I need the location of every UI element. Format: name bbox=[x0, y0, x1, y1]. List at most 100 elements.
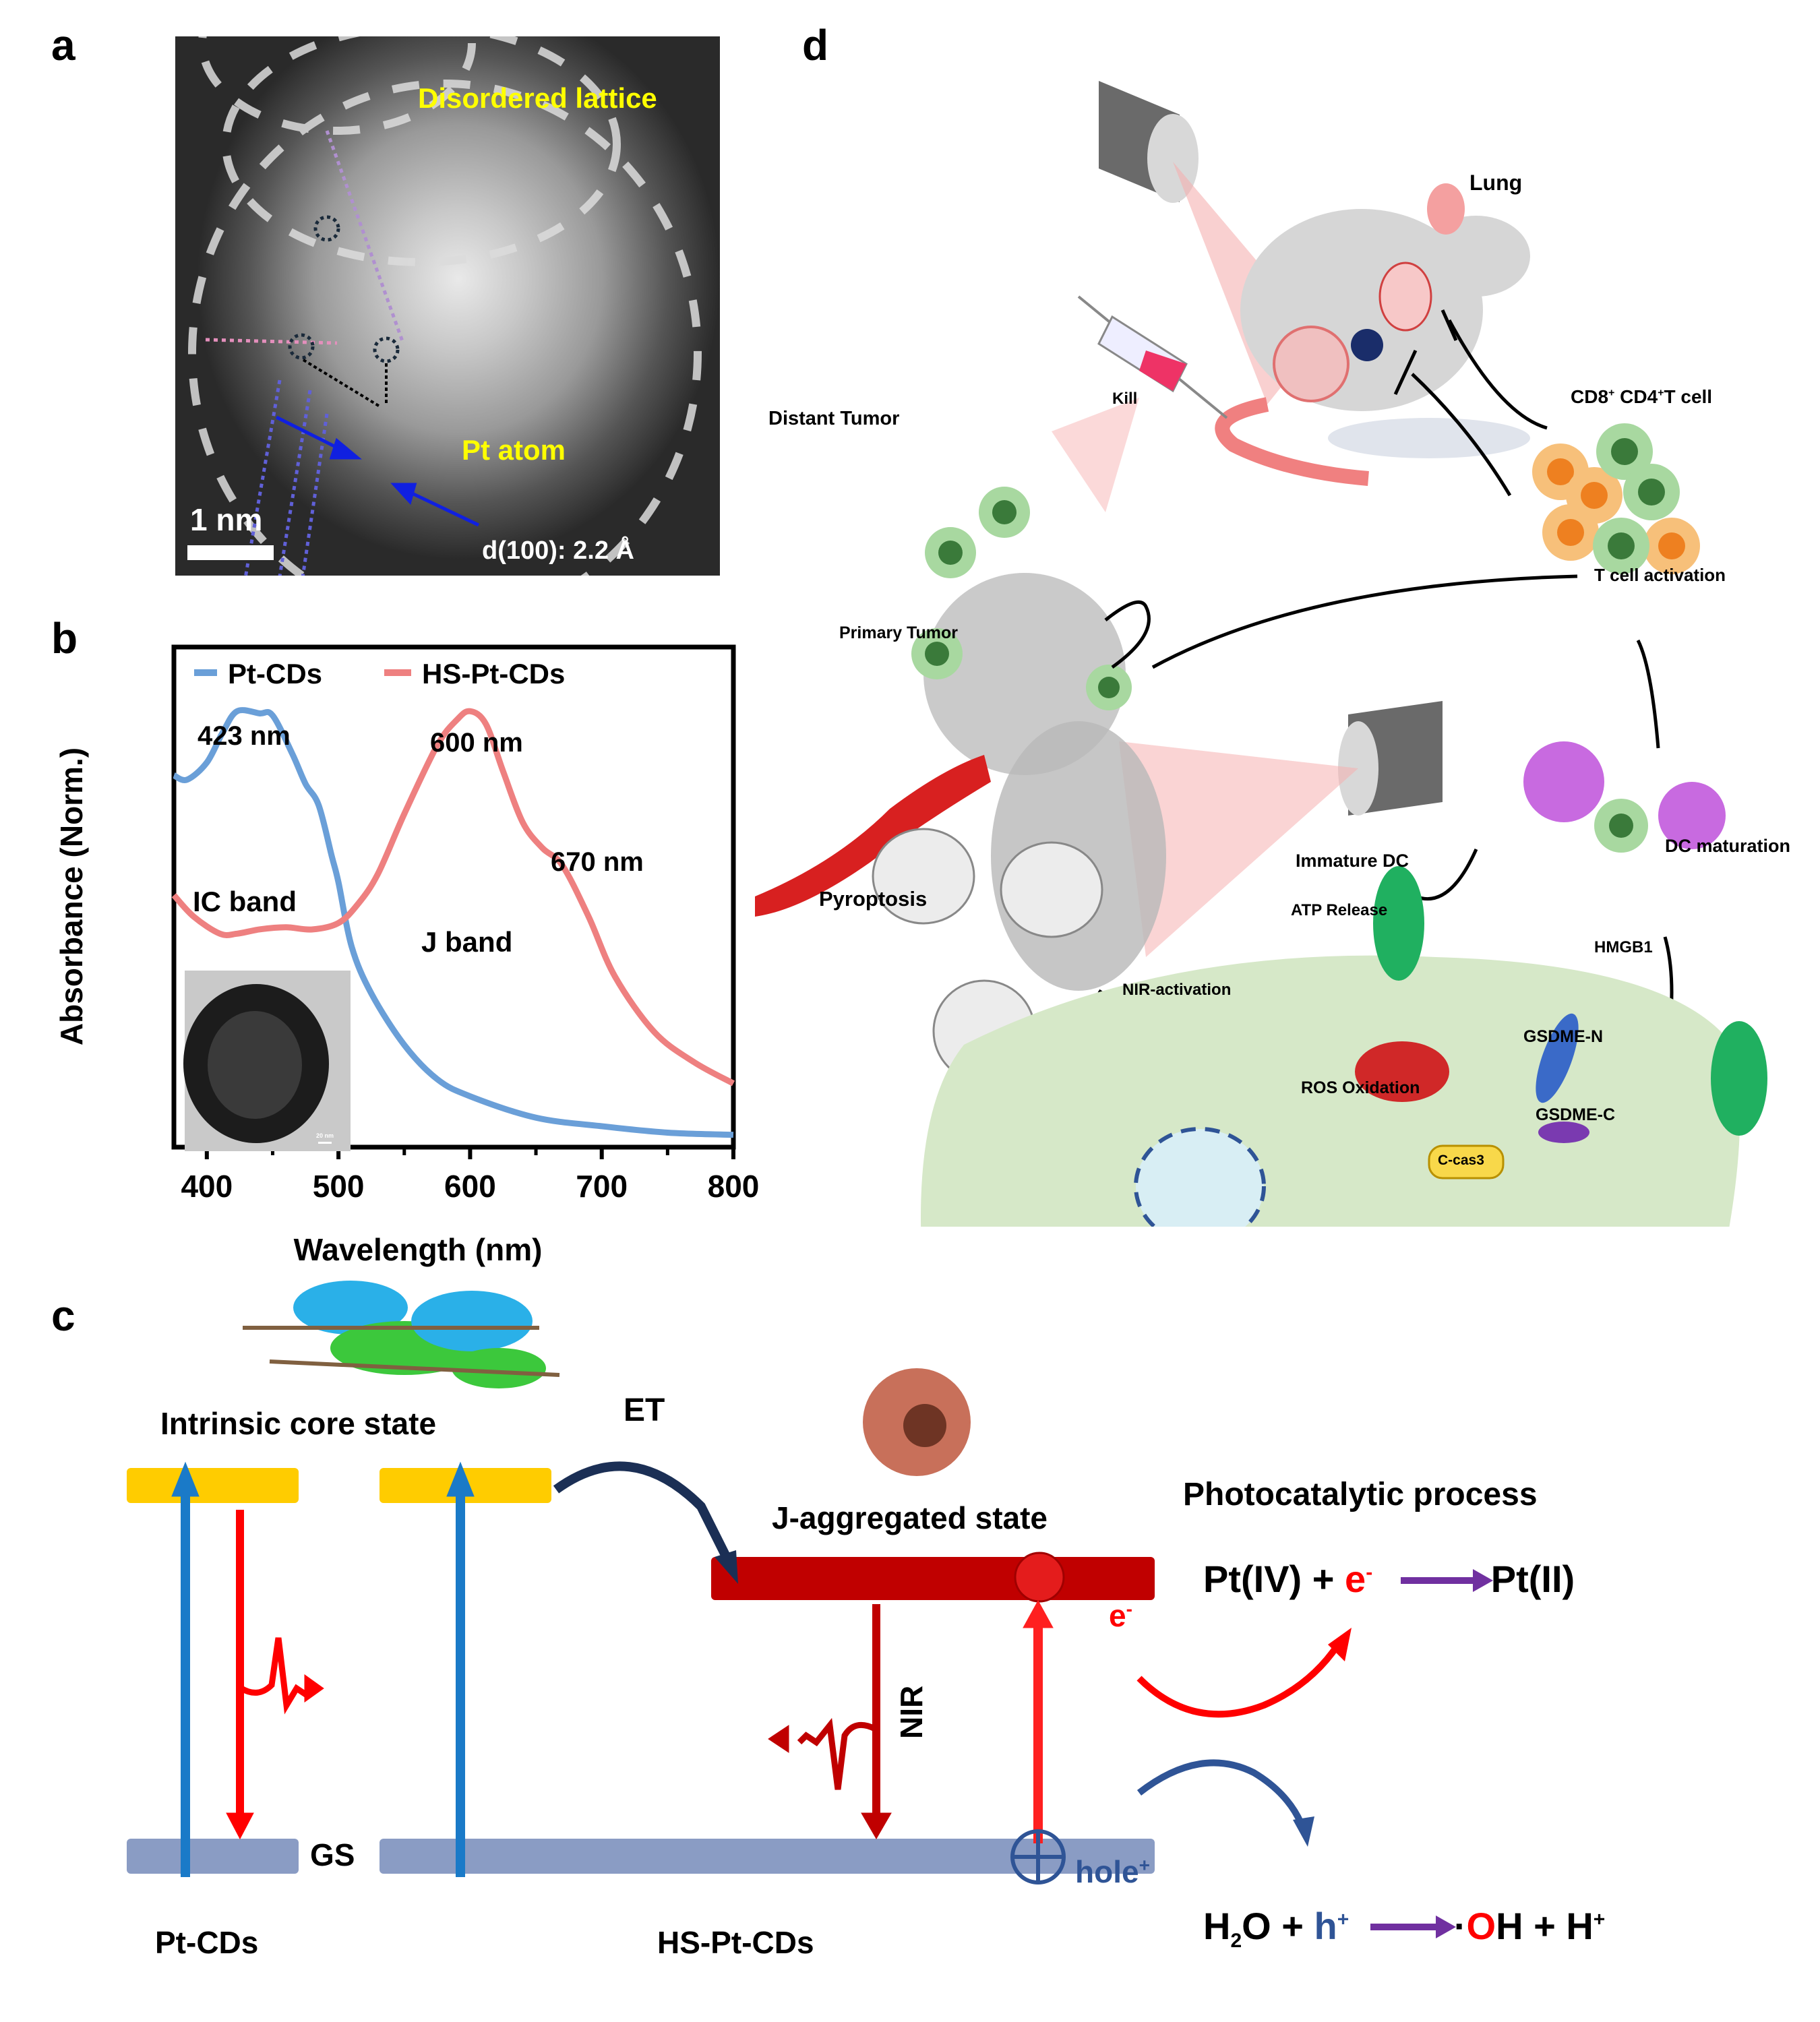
pt-atom-markers bbox=[288, 215, 400, 363]
annotation-j-band: J band bbox=[421, 926, 512, 958]
molecular-orbital-graphic bbox=[243, 1281, 560, 1388]
panel-a-label: a bbox=[51, 21, 75, 69]
x-tick-label: 600 bbox=[444, 1169, 496, 1204]
lattice-guides bbox=[205, 130, 405, 576]
series-line-hs-pt-cds bbox=[171, 708, 735, 1086]
nir-emission-arrow bbox=[768, 1604, 892, 1839]
excitation-arrows bbox=[171, 1461, 475, 1877]
ground-state-bar-hs-pt-cds bbox=[380, 1839, 1155, 1874]
chart-series bbox=[171, 707, 735, 1138]
mouse-illustration bbox=[1215, 183, 1530, 486]
c-cas3-label: C-cas3 bbox=[1438, 1153, 1484, 1168]
distant-tumor bbox=[911, 487, 1132, 775]
top-dashed-circle bbox=[198, 36, 476, 135]
panel-d-label: d bbox=[802, 21, 829, 69]
scale-bar-label: 1 nm bbox=[190, 502, 263, 537]
hole-symbol bbox=[1010, 1829, 1066, 1885]
pore-channel bbox=[1711, 1021, 1767, 1136]
ground-state-bar-pt-cds bbox=[127, 1839, 299, 1874]
annotation-670nm: 670 nm bbox=[551, 847, 644, 877]
x-tick-label: 500 bbox=[313, 1169, 365, 1204]
electron-transfer-arrow bbox=[1136, 1628, 1352, 1718]
syringe bbox=[1052, 295, 1228, 512]
absorbance-chart: 400 500 600 700 800 Wavelength (nm) Absorban… bbox=[54, 644, 759, 1267]
blood-vessel bbox=[755, 755, 991, 917]
d-spacing-label: d(100): 2.2 Å bbox=[482, 537, 634, 565]
c-cas3-box bbox=[1428, 1144, 1505, 1180]
t-cell-activation-label: T cell activation bbox=[1594, 565, 1726, 585]
hmgb1-label: HMGB1 bbox=[1594, 938, 1653, 956]
gsdme-n bbox=[1536, 1013, 1579, 1103]
cell-cytoplasm bbox=[921, 955, 1740, 1227]
reaction-water-oxidation: H2O + h+ ·OH + H+ bbox=[1203, 1905, 1606, 1953]
panel-b-label: b bbox=[51, 614, 78, 663]
atp-release-label: ATP Release bbox=[1291, 901, 1388, 919]
inset-tem-image: 20 nm bbox=[183, 971, 351, 1151]
dendritic-cell-activated bbox=[1658, 782, 1726, 849]
reaction-arrow-1 bbox=[1401, 1569, 1493, 1592]
annotation-ic-band: IC band bbox=[193, 886, 297, 917]
disordered-lattice-label: Disordered lattice bbox=[418, 82, 657, 114]
emission-arrow bbox=[226, 1510, 324, 1840]
nucleus bbox=[1134, 1127, 1266, 1227]
pt-cds-label: Pt-CDs bbox=[155, 1925, 259, 1960]
outer-dashed-circle bbox=[188, 80, 702, 576]
atp-channel bbox=[1373, 866, 1424, 981]
gsdme-n-label: GSDME-N bbox=[1523, 1027, 1604, 1046]
pt-atom-arrows bbox=[302, 359, 388, 408]
immunotherapy-scheme bbox=[755, 81, 1767, 1227]
nir-activation-label: NIR-activation bbox=[1122, 981, 1232, 999]
x-tick-label: 800 bbox=[708, 1169, 760, 1204]
dc-maturation-label: DC maturation bbox=[1665, 836, 1791, 856]
y-axis-title: Absorbance (Norm.) bbox=[54, 747, 89, 1045]
mature-dendritic-cells bbox=[1523, 741, 1604, 822]
x-tick-label: 700 bbox=[576, 1169, 628, 1204]
annotation-600nm: 600 nm bbox=[430, 728, 523, 758]
kill-label: Kill bbox=[1112, 390, 1138, 408]
legend-label-hs-pt-cds: HS-Pt-CDs bbox=[422, 658, 565, 690]
panel-a-tem-image: Disordered lattice Pt atom 1 nm d(100): … bbox=[175, 36, 720, 576]
t-cell-cluster bbox=[1532, 423, 1700, 574]
intrinsic-core-state-label: Intrinsic core state bbox=[160, 1406, 437, 1441]
x-tick-label: 400 bbox=[181, 1169, 233, 1204]
reaction-pt-reduction: Pt(IV) + e- Pt(II) bbox=[1203, 1558, 1575, 1600]
ros-oxidation-label: ROS Oxidation bbox=[1301, 1078, 1420, 1097]
et-label: ET bbox=[624, 1392, 665, 1428]
energy-diagram bbox=[127, 1281, 1493, 1938]
annotation-423nm: 423 nm bbox=[198, 721, 291, 751]
x-axis-title: Wavelength (nm) bbox=[294, 1232, 543, 1267]
electron-sphere bbox=[1014, 1552, 1065, 1603]
gsdme-c bbox=[1538, 1122, 1589, 1143]
lung-label: Lung bbox=[1469, 171, 1523, 195]
charge-separation-arrow bbox=[1023, 1599, 1054, 1843]
hole-transfer-arrow bbox=[1136, 1759, 1314, 1847]
electron-label: e- bbox=[1109, 1598, 1132, 1633]
gs-label: GS bbox=[310, 1837, 355, 1872]
hole-label: hole+ bbox=[1075, 1854, 1150, 1889]
energy-transfer-arrow bbox=[553, 1461, 738, 1584]
legend-label-pt-cds: Pt-CDs bbox=[228, 658, 322, 690]
reaction-arrow-2 bbox=[1370, 1916, 1456, 1938]
pyroptosis-label: Pyroptosis bbox=[819, 887, 928, 911]
j-aggregated-state-label: J-aggregated state bbox=[772, 1500, 1048, 1535]
x-axis-ticks: 400 500 600 700 800 bbox=[181, 1147, 759, 1204]
nir-label: NIR bbox=[894, 1685, 929, 1739]
t-cell-label: CD8+ CD4+T cell bbox=[1571, 386, 1713, 407]
disordered-dashed-circle bbox=[222, 36, 621, 266]
photocatalytic-process-label: Photocatalytic process bbox=[1183, 1477, 1538, 1512]
laser-bottom bbox=[1119, 701, 1443, 957]
gsdme-c-label: GSDME-C bbox=[1536, 1105, 1616, 1124]
mitochondrion bbox=[1355, 1041, 1449, 1102]
inhibition-lines bbox=[1393, 309, 1548, 497]
distant-tumor-label: Distant Tumor bbox=[768, 408, 900, 429]
inset-scale-label: 20 nm bbox=[316, 1132, 334, 1139]
primary-tumor-label: Primary Tumor bbox=[839, 623, 958, 642]
j-state-bar bbox=[711, 1557, 1155, 1600]
core-state-bar-pt-cds bbox=[127, 1468, 299, 1503]
scale-bar bbox=[187, 545, 274, 560]
pt-atom-label: Pt atom bbox=[462, 434, 566, 466]
series-line-pt-cds bbox=[173, 707, 734, 1138]
hs-pt-cds-label: HS-Pt-CDs bbox=[657, 1925, 814, 1960]
lattice-arrows bbox=[275, 415, 480, 527]
immature-dc-label: Immature DC bbox=[1296, 851, 1409, 871]
